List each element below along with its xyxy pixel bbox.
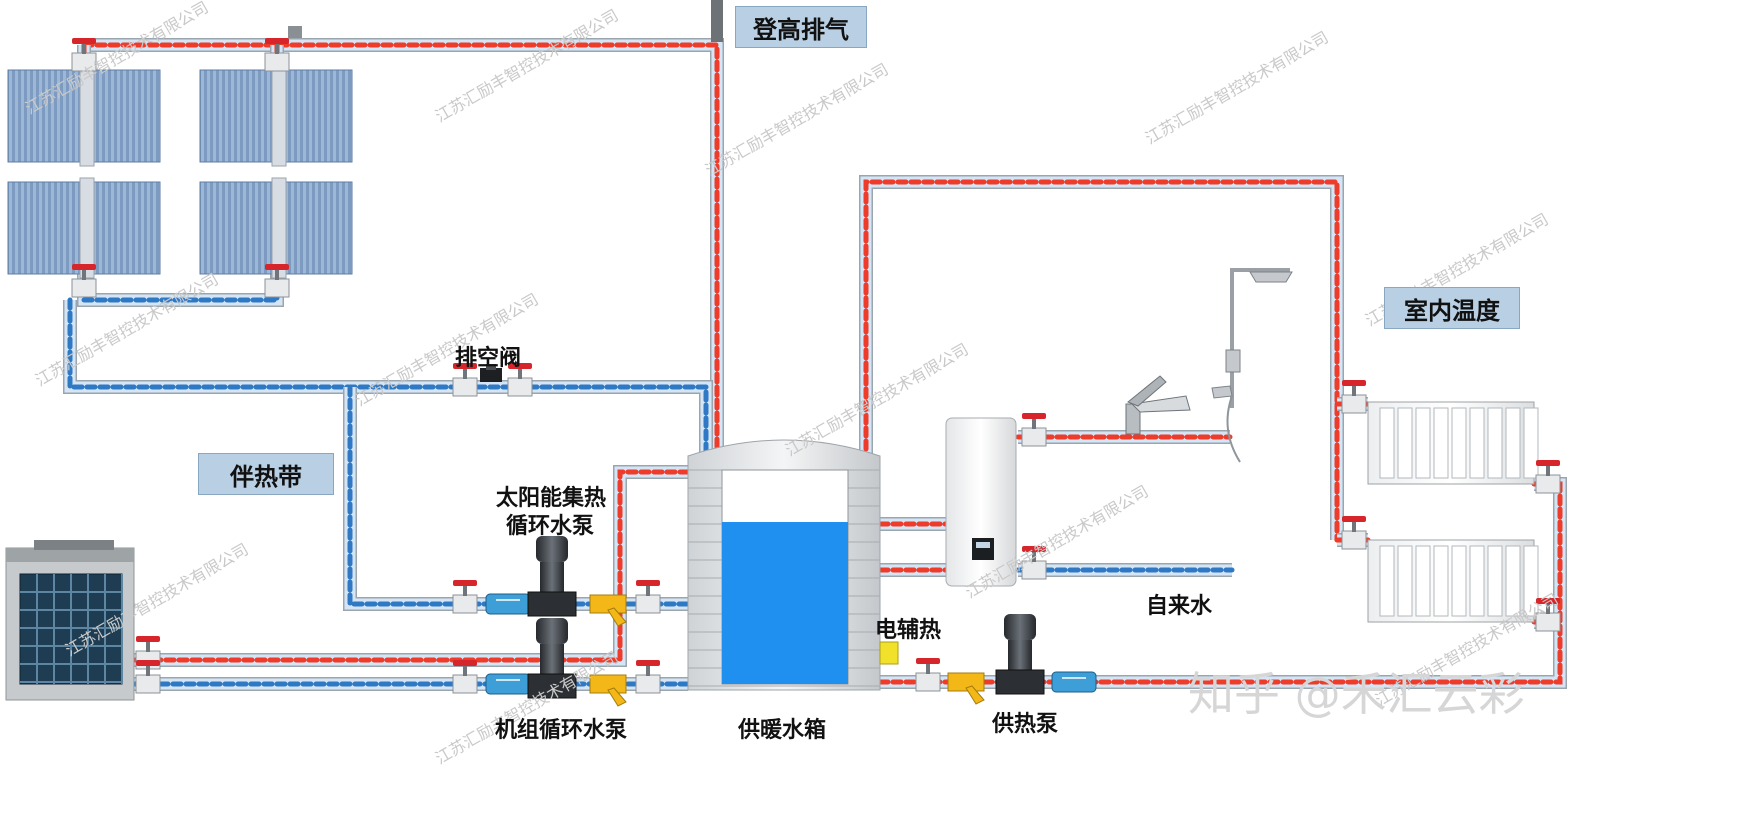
solar-pump-label-line2: 循环水泵 <box>506 513 595 539</box>
flow-meters <box>485 593 1097 695</box>
radiator-fin <box>1415 407 1431 479</box>
circulation-pumps <box>527 536 1045 699</box>
water-heater-cylinder <box>945 417 1017 587</box>
valve <box>1535 460 1561 494</box>
valve <box>635 580 661 614</box>
radiator-lower <box>1367 539 1539 623</box>
unit-pump-label: 机组循环水泵 <box>495 717 628 743</box>
radiator-fin <box>1397 407 1413 479</box>
pipe-segment <box>63 297 713 465</box>
tank-label: 供暖水箱 <box>738 717 827 743</box>
solar-pump-label-line1: 太阳能集热 <box>496 485 607 511</box>
solar-collector-panel <box>199 65 353 167</box>
y-filters <box>589 594 985 707</box>
valve <box>1341 380 1367 414</box>
flow-meter <box>1051 671 1097 693</box>
pipe-segment <box>859 175 1344 543</box>
radiator-fin <box>1523 545 1539 617</box>
valves <box>71 38 1561 694</box>
y-filter <box>947 672 985 705</box>
radiator-fin <box>1523 407 1539 479</box>
radiator-fin <box>1469 407 1485 479</box>
valve <box>635 660 661 694</box>
radiator-fin <box>1469 545 1485 617</box>
radiator-fin <box>1487 407 1503 479</box>
valve <box>452 580 478 614</box>
valve <box>135 660 161 694</box>
room-temperature-label: 室内温度 <box>1384 287 1520 329</box>
faucet <box>1125 375 1191 435</box>
air-source-heat-pump-unit <box>5 540 135 701</box>
valve <box>452 363 478 397</box>
air-release-valve <box>480 364 502 382</box>
radiator-fin <box>1505 407 1521 479</box>
y-filter <box>589 594 627 627</box>
radiator-fin <box>1433 407 1449 479</box>
valve <box>452 660 478 694</box>
pipe-segment <box>131 465 691 667</box>
tank-water-level <box>722 522 848 684</box>
radiator-fin <box>1433 545 1449 617</box>
heating-water-tank <box>687 439 881 691</box>
flow-meter <box>485 673 531 695</box>
radiator-fin <box>1415 545 1431 617</box>
valve <box>1341 516 1367 550</box>
vent-top-label: 登高排气 <box>735 6 867 48</box>
pipe-segment <box>81 38 724 465</box>
solar-collector-panel <box>199 177 353 279</box>
solar-collector-panel <box>7 65 161 167</box>
radiator-fin <box>1379 407 1395 479</box>
air-valve-label: 排空阀 <box>455 345 522 371</box>
electric-heater <box>879 641 899 665</box>
valve <box>264 264 290 298</box>
shower <box>1211 268 1293 463</box>
radiator-fin <box>1505 545 1521 617</box>
solar-collector-panel <box>7 177 161 279</box>
flow-meter <box>485 593 531 615</box>
radiator-fin <box>1451 545 1467 617</box>
valve <box>1021 413 1047 447</box>
valve <box>71 264 97 298</box>
radiator-fin <box>1379 545 1395 617</box>
top-air-vent <box>288 0 723 42</box>
valve <box>1021 546 1047 580</box>
heat-trace-label: 伴热带 <box>198 453 334 495</box>
valve <box>264 38 290 72</box>
radiator-fin <box>1451 407 1467 479</box>
electric-heater-label: 电辅热 <box>875 617 942 643</box>
y-filter <box>589 674 627 707</box>
valve <box>915 658 941 692</box>
radiator-fin <box>1487 545 1503 617</box>
radiator-fin <box>1397 545 1413 617</box>
solar-collector-array <box>7 65 353 279</box>
brand-watermark: 知乎 @禾汇云彩 <box>1188 667 1525 721</box>
radiator-upper <box>1367 401 1539 485</box>
circulation-pump <box>995 614 1045 695</box>
valve <box>1535 598 1561 632</box>
supply-pump-label: 供热泵 <box>992 711 1059 737</box>
circulation-pump <box>527 536 577 617</box>
valve <box>71 38 97 72</box>
tap-water-label: 自来水 <box>1146 593 1213 619</box>
valve <box>507 363 533 397</box>
circulation-pump <box>527 618 577 699</box>
